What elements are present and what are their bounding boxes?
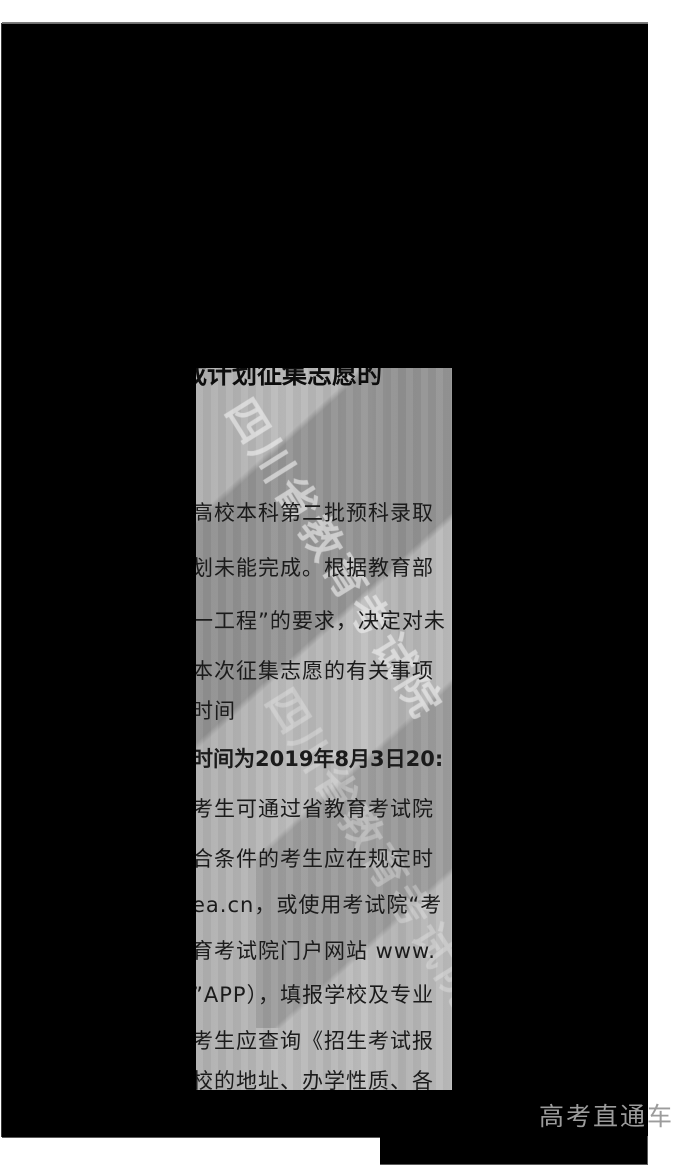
document-text-line: 校的地址、办学性质、各 <box>196 1069 434 1090</box>
document-text-line: 考生应查询《招生考试报 <box>196 1029 434 1053</box>
document-text-line: ea.cn，或使用考试院“考 <box>196 893 443 917</box>
document-text-line: 时间 <box>196 699 236 723</box>
document-text-line: 合条件的考生应在规定时 <box>196 847 434 871</box>
document-text-line: ”APP），填报学校及专业 <box>196 983 435 1007</box>
document-text-line: 一工程”的要求，决定对未 <box>196 609 446 633</box>
document-text-line: 高校本科第二批预科录取 <box>196 501 434 525</box>
image-viewer-backdrop-lower[interactable] <box>380 1136 648 1165</box>
document-text-line: 育考试院门户网站 www. <box>196 939 436 963</box>
viewer-frame-bottom-hairline <box>2 1137 380 1138</box>
viewer-frame-top-hairline <box>2 22 648 23</box>
document-text-line: 时间为2019年8月3日20: <box>196 747 444 771</box>
document-text-line: 本次征集志愿的有关事项 <box>196 659 434 683</box>
document-text-line: 或计划征集志愿的 <box>196 368 383 389</box>
document-text-line: 考生可通过省教育考试院 <box>196 797 434 821</box>
document-text-line: 划未能完成。根据教育部 <box>196 556 434 580</box>
viewer-frame-left-hairline <box>1 23 2 1137</box>
document-text-block: 或计划征集志愿的高校本科第二批预科录取划未能完成。根据教育部一工程”的要求，决定… <box>196 368 452 1090</box>
scanned-notice-image[interactable]: 四川省教育考试院 四川省教育考试院 或计划征集志愿的高校本科第二批预科录取划未能… <box>196 368 452 1090</box>
